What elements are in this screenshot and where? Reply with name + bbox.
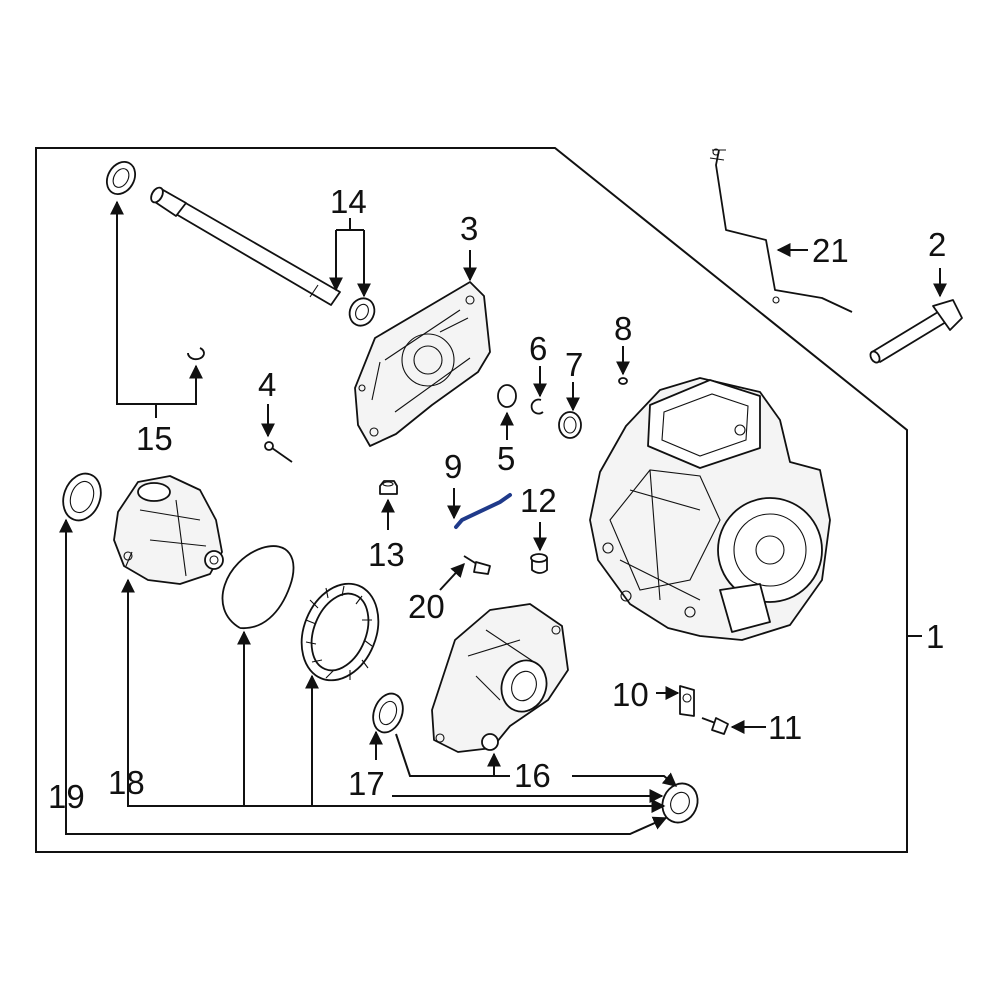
- dipstick-tube-21: [709, 148, 853, 313]
- callout-9: 9: [444, 448, 462, 485]
- clip-6: [530, 398, 544, 415]
- snap-ring-15: [187, 347, 205, 361]
- callout-18: 18: [108, 764, 145, 801]
- bolt-11: [701, 717, 729, 735]
- callout-4: 4: [258, 366, 276, 403]
- callout-3: 3: [460, 210, 478, 247]
- tube-9: [454, 493, 512, 529]
- differential-case-18: [113, 475, 224, 585]
- callout-13: 13: [368, 536, 405, 573]
- callout-10: 10: [612, 676, 649, 713]
- leader-lines: [59, 200, 947, 835]
- callout-11: 11: [768, 709, 802, 746]
- callout-8: 8: [614, 310, 632, 347]
- callout-14: 14: [330, 183, 367, 220]
- seal-16: [372, 692, 404, 734]
- bracket-10: [679, 685, 695, 717]
- plug-13: [379, 480, 398, 495]
- callout-17: 17: [348, 765, 385, 802]
- callout-5: 5: [497, 440, 515, 477]
- seal-7: [558, 411, 582, 439]
- bushing-12: [530, 553, 548, 574]
- callout-7: 7: [565, 346, 583, 383]
- snap-ring-large: [221, 545, 295, 629]
- side-cover-3: [354, 281, 491, 447]
- o-ring-8: [618, 377, 628, 385]
- seal-common-bottom: [661, 782, 699, 824]
- seal-14: [348, 297, 376, 327]
- callout-16: 16: [514, 757, 551, 794]
- ring-gear: [300, 582, 380, 682]
- callout-labels: 1 2 3 4 5 6 7 8 9 10 11 12 13 14 15 16 1…: [48, 183, 946, 815]
- stud-20: [463, 555, 491, 575]
- callout-6: 6: [529, 330, 547, 367]
- callout-1: 1: [926, 618, 944, 655]
- callout-2: 2: [928, 226, 946, 263]
- ring-5: [497, 384, 517, 408]
- shaft-14: [150, 186, 341, 306]
- callout-21: 21: [812, 232, 849, 269]
- bolt-2: [869, 299, 963, 364]
- bolt-4: [264, 441, 293, 463]
- callout-12: 12: [520, 482, 557, 519]
- seal-19: [62, 472, 102, 522]
- callout-20: 20: [408, 588, 445, 625]
- case-half-16: [431, 603, 569, 753]
- seal-15-upper: [105, 161, 137, 195]
- transmission-housing-1: [589, 377, 831, 641]
- assembly-frame: [35, 147, 908, 853]
- callout-15: 15: [136, 420, 173, 457]
- callout-19: 19: [48, 778, 85, 815]
